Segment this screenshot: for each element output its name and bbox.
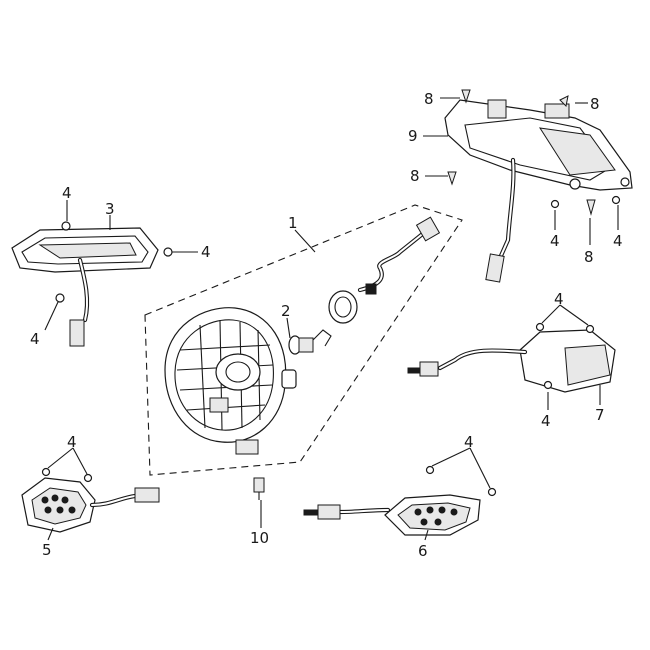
callout-4-f: 4	[554, 290, 564, 308]
callout-3: 3	[105, 200, 115, 218]
callout-4-i: 4	[613, 232, 623, 250]
headlight-bulb	[288, 329, 332, 355]
screw-part-8	[447, 89, 596, 216]
callout-10: 10	[250, 529, 269, 547]
callout-4-c: 4	[30, 330, 40, 348]
callout-8-d: 8	[584, 248, 594, 266]
callout-6: 6	[418, 542, 428, 560]
screw-part-10	[253, 477, 265, 500]
callout-4-g: 4	[541, 412, 551, 430]
callout-2: 2	[281, 302, 291, 320]
callout-4-b: 4	[201, 243, 211, 261]
callout-1: 1	[288, 214, 298, 232]
callout-9: 9	[408, 127, 418, 145]
position-light-left	[11, 227, 159, 347]
callout-8-c: 8	[410, 167, 420, 185]
turn-signal-right-rear	[407, 329, 616, 393]
callout-8-a: 8	[424, 90, 434, 108]
tail-light-housing	[444, 99, 633, 283]
turn-signal-front-left	[21, 477, 160, 533]
callout-4-d: 4	[67, 433, 77, 451]
callout-4-h: 4	[550, 232, 560, 250]
headlight-unit	[164, 307, 297, 455]
callout-5: 5	[42, 541, 52, 559]
callout-4-e: 4	[464, 433, 474, 451]
callout-4-a: 4	[62, 184, 72, 202]
turn-signal-front-right	[303, 494, 481, 536]
callout-7: 7	[595, 406, 605, 424]
screw-part-4	[41, 195, 621, 497]
callout-8-b: 8	[590, 95, 600, 113]
bulb-socket	[328, 290, 358, 324]
leader-lines	[44, 97, 619, 541]
headlight-assembly-outline	[144, 204, 463, 476]
headlight-harness	[357, 216, 441, 295]
